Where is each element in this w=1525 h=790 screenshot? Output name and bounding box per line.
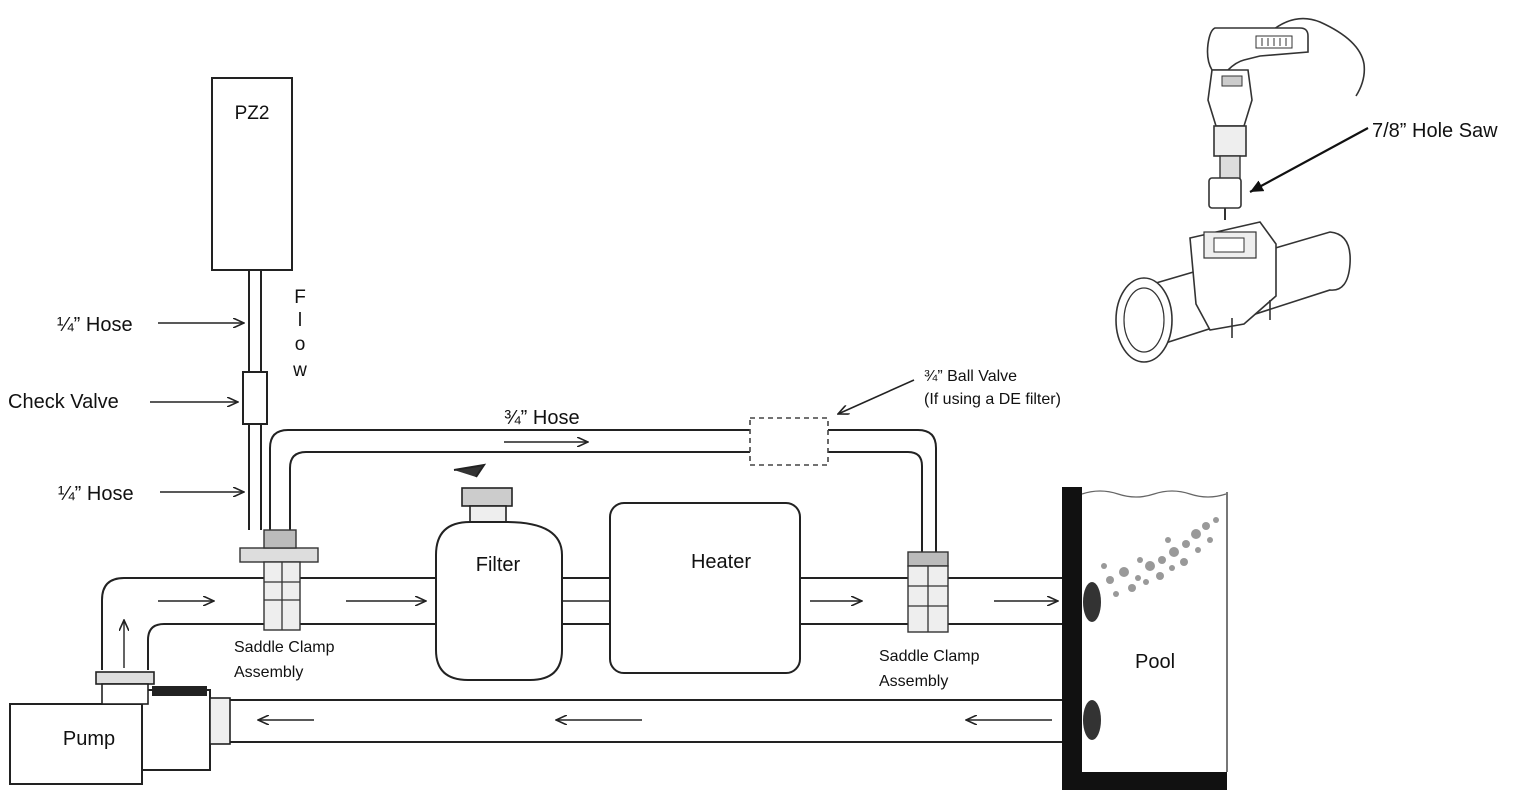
hose-three-quarter-label: ¾” Hose (504, 407, 580, 429)
saddle-right-label-2: Assembly (879, 673, 948, 690)
flow-letter-l: l (298, 310, 302, 331)
saddle-left-label-1: Saddle Clamp (234, 639, 335, 656)
pump: Pump (9, 671, 231, 785)
pool: Pool (1062, 487, 1228, 790)
saddle-clamp-left: Saddle Clamp Assembly (234, 529, 335, 681)
ball-valve-arrow (838, 379, 915, 414)
check-valve-label: Check Valve (8, 391, 119, 413)
heater: Heater (609, 502, 801, 674)
saddle-clamp-right: Saddle Clamp Assembly (879, 551, 980, 690)
three-quarter-hose: ¾” Hose ¾” Ball Valve (If using a DE fil… (269, 368, 1061, 555)
heater-label: Heater (691, 551, 751, 573)
flow-letter-w: w (292, 360, 307, 381)
saddle-left-label-2: Assembly (234, 664, 303, 681)
hose-quarter-bottom-label: ¼” Hose (58, 483, 134, 505)
filter: Filter (435, 463, 563, 681)
flow-letter-f: F (294, 287, 306, 308)
check-valve (242, 371, 268, 425)
left-callouts: ¼” Hose Check Valve ¼” Hose (8, 314, 244, 505)
pump-label: Pump (63, 728, 115, 750)
flow-label: F l o w (292, 287, 307, 381)
ball-valve-label-2: (If using a DE filter) (924, 391, 1061, 408)
hole-saw-label: 7/8” Hole Saw (1372, 120, 1498, 142)
saddle-right-label-1: Saddle Clamp (879, 648, 980, 665)
ball-valve (749, 417, 829, 466)
quarter-hose (242, 270, 268, 530)
hole-saw-callout: 7/8” Hole Saw (1249, 120, 1498, 193)
flow-letter-o: o (295, 334, 306, 355)
drill-illustration (1115, 17, 1366, 363)
ball-valve-label-1: ¾” Ball Valve (924, 368, 1017, 385)
pz2-unit: PZ2 (211, 77, 293, 271)
return-pipe (228, 699, 1065, 743)
filter-label: Filter (476, 554, 521, 576)
hose-quarter-top-label: ¼” Hose (57, 314, 133, 336)
hole-saw-arrow (1249, 127, 1369, 193)
pool-label: Pool (1135, 651, 1175, 673)
pool-bubbles (1101, 517, 1219, 597)
pz2-label: PZ2 (235, 103, 270, 124)
hole-saw (1208, 177, 1242, 209)
